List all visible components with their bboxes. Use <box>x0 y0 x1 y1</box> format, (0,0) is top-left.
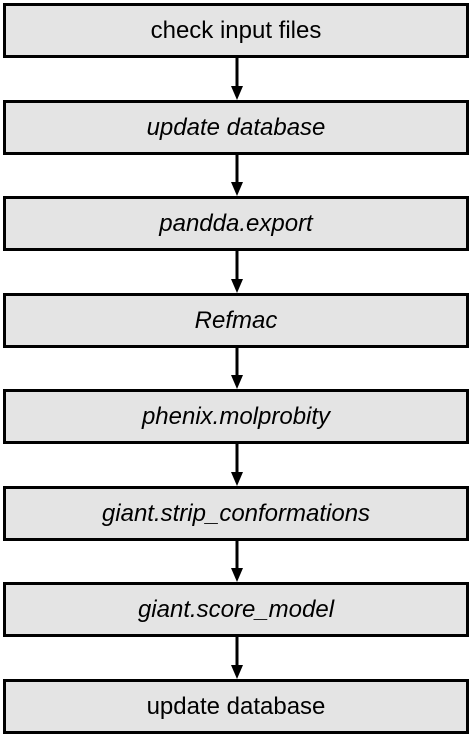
step-label: update database <box>146 113 326 141</box>
step-label: giant.score_model <box>137 595 335 623</box>
step-update-database: update database <box>3 100 469 155</box>
step-phenix-molprobity: phenix.molprobity <box>3 389 469 444</box>
step-giant-score-model: giant.score_model <box>3 582 469 637</box>
arrow-down-icon <box>231 58 243 100</box>
step-label: pandda.export <box>159 209 313 237</box>
arrow-down-icon <box>231 155 243 196</box>
step-giant-strip-conformations: giant.strip_conformations <box>3 486 469 541</box>
arrow-down-icon <box>231 348 243 389</box>
step-update-database-final: update database <box>3 679 469 734</box>
step-label: check input files <box>150 16 322 44</box>
step-pandda-export: pandda.export <box>3 196 469 251</box>
arrow-down-icon <box>231 251 243 293</box>
step-label: giant.strip_conformations <box>101 499 371 527</box>
step-label: update database <box>146 692 326 720</box>
arrow-down-icon <box>231 637 243 679</box>
arrow-down-icon <box>231 541 243 582</box>
arrow-down-icon <box>231 444 243 486</box>
step-label: Refmac <box>194 306 278 334</box>
step-check-input-files: check input files <box>3 3 469 58</box>
step-refmac: Refmac <box>3 293 469 348</box>
step-label: phenix.molprobity <box>141 402 331 430</box>
